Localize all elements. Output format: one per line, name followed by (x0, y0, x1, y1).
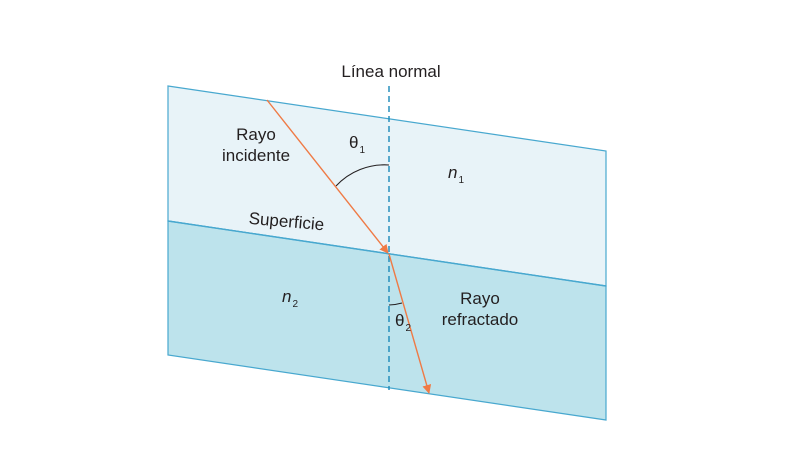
theta1-arc (335, 164, 390, 187)
n2-label: n2 (282, 287, 298, 310)
theta2-symbol: θ (395, 311, 404, 330)
incident-ray (266, 99, 389, 254)
n1-label: n1 (448, 163, 464, 186)
n1-subscript: 1 (458, 175, 464, 186)
theta1-label: θ1 (349, 133, 365, 156)
theta2-label: θ2 (395, 311, 411, 334)
refracted-ray (388, 253, 432, 394)
normal-line-label: Línea normal (341, 62, 440, 81)
theta2-subscript: 2 (405, 323, 411, 334)
refracted-ray-label-line1: Rayo (460, 289, 500, 308)
n2-symbol: n (282, 287, 291, 306)
incident-ray-label-line2: incidente (222, 146, 290, 165)
refracted-ray-label-line2: refractado (442, 310, 519, 329)
incident-ray-label-line1: Rayo (236, 125, 276, 144)
n2-subscript: 2 (292, 299, 298, 310)
theta1-symbol: θ (349, 133, 358, 152)
theta2-arc (388, 302, 403, 306)
n1-symbol: n (448, 163, 457, 182)
theta1-subscript: 1 (359, 145, 365, 156)
